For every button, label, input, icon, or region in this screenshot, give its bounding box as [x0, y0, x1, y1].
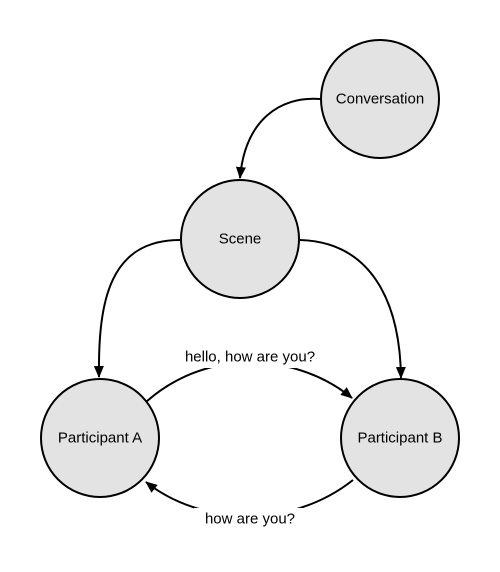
- node-participant-b-label: Participant B: [357, 430, 442, 447]
- node-scene-circle: [180, 179, 300, 299]
- node-conversation-label: Conversation: [336, 91, 424, 108]
- edge-label-backing-a-to-b: [168, 346, 332, 368]
- node-scene: Scene: [180, 179, 300, 299]
- edge-scene-to-participant-b: [299, 239, 406, 379]
- edge-participant-a-to-b: [145, 361, 353, 403]
- node-participant-a-circle: [40, 378, 160, 498]
- edge-scene-to-participant-a: [93, 239, 181, 378]
- node-conversation-circle: [320, 39, 440, 159]
- node-participant-a: Participant A: [40, 378, 160, 498]
- node-participant-b-circle: [340, 378, 460, 498]
- node-participant-a-label: Participant A: [58, 430, 142, 447]
- node-participant-b: Participant B: [340, 378, 460, 498]
- edge-label-b-to-a: how are you?: [205, 511, 295, 528]
- edge-label-a-to-b: hello, how are you?: [185, 349, 315, 366]
- edge-label-backing-b-to-a: [194, 508, 306, 530]
- node-conversation: Conversation: [320, 39, 440, 159]
- node-scene-label: Scene: [219, 231, 262, 248]
- edge-conversation-to-scene: [235, 97, 321, 179]
